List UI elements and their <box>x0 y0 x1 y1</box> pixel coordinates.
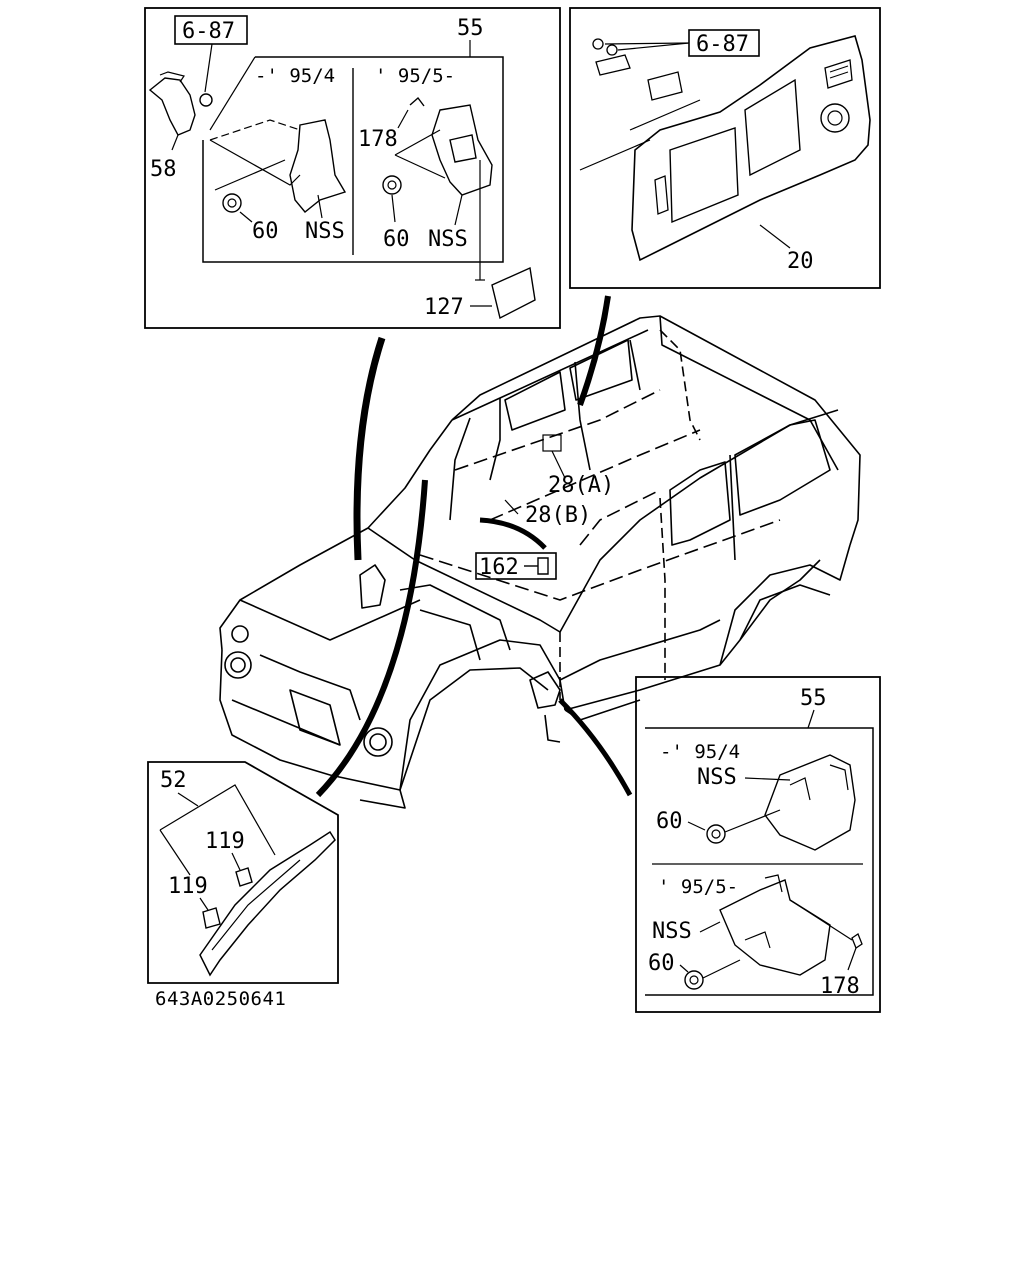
nss-a-right-label: NSS <box>697 765 737 790</box>
part-127-label: 127 <box>424 295 464 320</box>
quarter-trim-panel-icon <box>631 35 871 262</box>
trim-panel-early-right-icon <box>764 754 856 851</box>
part-60-b-right-label: 60 <box>648 951 675 976</box>
screw-icon-2 <box>606 44 618 56</box>
part-28a-label: 28(A) <box>548 473 614 498</box>
callout-52-label: 52 <box>160 768 187 793</box>
trim-panel-late-right-icon <box>719 879 831 976</box>
part-58-label: 58 <box>150 157 177 182</box>
nss-b-right-label: NSS <box>652 919 692 944</box>
clip-60b-right-icon <box>684 970 704 990</box>
screw-icon <box>592 38 604 50</box>
clip-60b-icon <box>382 175 402 195</box>
part-162-clip-icon <box>537 557 549 575</box>
part-28a-marker <box>542 434 562 452</box>
nss-a-label: NSS <box>305 219 345 244</box>
part-119-b-label: 119 <box>168 874 208 899</box>
bolt-icon <box>199 93 213 107</box>
part-119-a-label: 119 <box>205 829 245 854</box>
part-60-b-label: 60 <box>383 227 410 252</box>
period-late-right-label: ' 95/5- <box>658 876 738 898</box>
part-58-bracket-icon <box>148 77 196 136</box>
panel-bottom-left: 52 119 119 <box>147 761 339 984</box>
plate-icon <box>595 54 631 76</box>
drawing-code: 643A0250641 <box>155 988 286 1010</box>
ref-6-87-right-label: 6-87 <box>696 32 749 57</box>
pillar-trim-icon <box>199 830 336 977</box>
vehicle-body <box>219 315 861 809</box>
clip-119-icon <box>235 867 253 887</box>
leader-curves <box>315 295 633 798</box>
clip-119b-icon <box>202 907 221 929</box>
period-early-right-label: -' 95/4 <box>660 741 740 763</box>
center-callouts: 28(A) 28(B) 162 <box>475 434 614 580</box>
part-60-a-right-label: 60 <box>656 809 683 834</box>
ref-box-6-87 <box>174 15 248 45</box>
trim-panel-early-icon <box>289 119 347 213</box>
part-178-right-label: 178 <box>820 974 860 999</box>
clip-60-right-icon <box>706 824 726 844</box>
trim-panel-late-icon <box>431 104 493 196</box>
period-early-label: -' 95/4 <box>255 65 335 87</box>
panel-top-left: 6-87 55 -' 95/4 ' 95/5- 58 60 NSS 178 <box>144 7 561 329</box>
nss-b-label: NSS <box>428 227 468 252</box>
part-20-label: 20 <box>787 249 814 274</box>
period-late-label: ' 95/5- <box>375 65 455 87</box>
clip-178-icon <box>409 96 425 107</box>
speaker-icon <box>820 103 850 133</box>
ref-162-label: 162 <box>479 555 519 580</box>
callout-55-right-label: 55 <box>800 686 827 711</box>
vent-grille-icon <box>824 59 853 89</box>
panel-top-right: 6-87 20 <box>569 7 881 289</box>
callout-55-label: 55 <box>457 16 484 41</box>
part-60-a-label: 60 <box>252 219 279 244</box>
clip-60-icon <box>222 193 242 213</box>
ref-box-162 <box>475 552 557 580</box>
part-127-lid-icon <box>491 266 536 320</box>
part-28b-label: 28(B) <box>525 503 591 528</box>
panel-bottom-right: 55 -' 95/4 NSS 60 ' 95/5- NSS 178 60 <box>635 676 881 1013</box>
part-178-label: 178 <box>358 127 398 152</box>
clip-178-right-icon <box>851 933 863 949</box>
ref-6-87-label: 6-87 <box>182 19 235 44</box>
